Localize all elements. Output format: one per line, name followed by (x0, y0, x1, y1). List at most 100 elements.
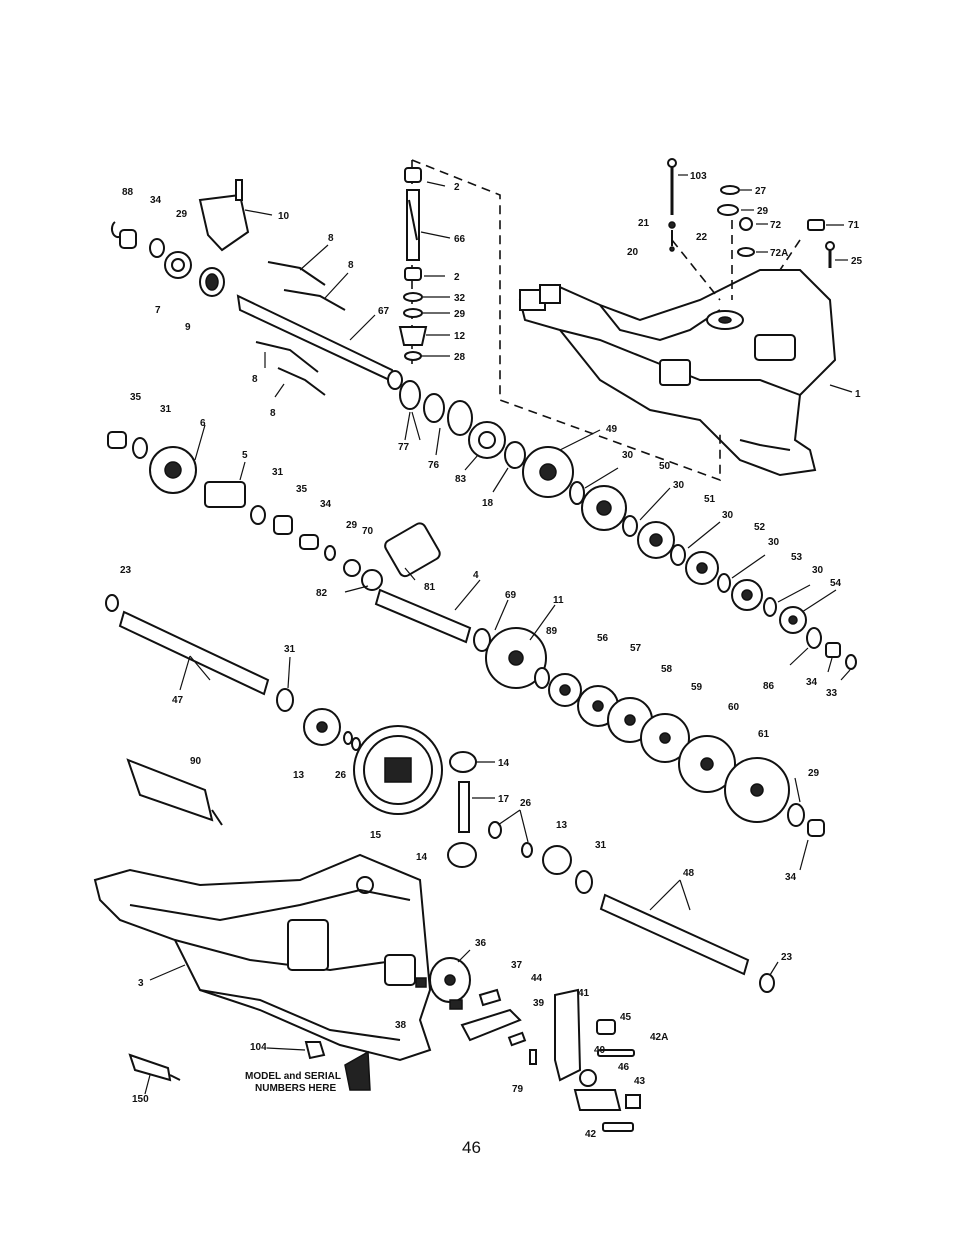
callout-70: 70 (362, 526, 374, 537)
callout-29-b: 29 (454, 309, 466, 320)
top-hardware (667, 158, 835, 268)
callout-45: 45 (620, 1012, 632, 1023)
callout-7: 7 (155, 305, 161, 316)
callout-6: 6 (200, 418, 206, 429)
sealant-tube-90 (126, 758, 223, 826)
gear-bank-upper (522, 446, 807, 634)
callout-50: 50 (659, 461, 671, 472)
callout-4: 4 (473, 570, 479, 581)
callout-2-a: 2 (454, 182, 460, 193)
callout-76: 76 (428, 460, 440, 471)
callout-33: 33 (826, 688, 838, 699)
callout-90: 90 (190, 756, 202, 767)
callout-60: 60 (728, 702, 740, 713)
callout-30-d: 30 (768, 537, 780, 548)
callout-27: 27 (755, 186, 767, 197)
callout-150: 150 (132, 1094, 149, 1105)
callout-29-c: 29 (346, 520, 358, 531)
differential-parts (447, 751, 593, 894)
linkage-parts (415, 957, 641, 1132)
callout-2-b: 2 (454, 272, 460, 283)
callout-66: 66 (454, 234, 466, 245)
main-shaft-assembly (374, 588, 857, 837)
callout-83: 83 (455, 474, 467, 485)
callout-32: 32 (454, 293, 466, 304)
callout-20: 20 (627, 247, 639, 258)
callout-13-b: 13 (556, 820, 568, 831)
left-axle-assembly (105, 594, 443, 815)
callout-77: 77 (398, 442, 410, 453)
callout-21: 21 (638, 218, 650, 229)
callout-29: 29 (757, 206, 769, 217)
callout-34: 34 (150, 195, 162, 206)
callout-58: 58 (661, 664, 673, 675)
bottom-small-parts (128, 1041, 326, 1082)
upper-middle-parts (399, 380, 526, 469)
note-line2: NUMBERS HERE (255, 1083, 336, 1094)
note-line1: MODEL and SERIAL (245, 1071, 341, 1082)
callout-8-c: 8 (252, 374, 258, 385)
callout-61: 61 (758, 729, 770, 740)
callout-8-a: 8 (328, 233, 334, 244)
callout-9: 9 (185, 322, 191, 333)
callout-79: 79 (512, 1084, 524, 1095)
callout-82: 82 (316, 588, 328, 599)
left-middle-parts (107, 431, 441, 591)
callout-103: 103 (690, 171, 707, 182)
part-callouts: 103 27 29 21 72 71 22 20 72A 25 1 88 34 … (120, 171, 863, 1140)
callout-5: 5 (242, 450, 248, 461)
callout-34-a: 34 (320, 499, 332, 510)
callout-30-c: 30 (722, 510, 734, 521)
callout-34-c: 34 (785, 872, 797, 883)
callout-18: 18 (482, 498, 494, 509)
callout-23-a: 23 (120, 565, 132, 576)
callout-56: 56 (597, 633, 609, 644)
callout-67: 67 (378, 306, 390, 317)
callout-30-a: 30 (622, 450, 634, 461)
callout-37: 37 (511, 960, 523, 971)
callout-35-b: 35 (296, 484, 308, 495)
callout-22: 22 (696, 232, 708, 243)
callout-1: 1 (855, 389, 861, 400)
callout-23-b: 23 (781, 952, 793, 963)
callout-11: 11 (553, 595, 564, 606)
lower-housing (93, 853, 432, 1062)
callout-72a: 72A (770, 248, 788, 259)
callout-51: 51 (704, 494, 716, 505)
callout-49: 49 (606, 424, 618, 435)
callout-48: 48 (683, 868, 695, 879)
callout-13-a: 13 (293, 770, 305, 781)
shift-bars-and-shaft (236, 261, 403, 396)
callout-69: 69 (505, 590, 517, 601)
callout-14-b: 14 (416, 852, 428, 863)
callout-29-a: 29 (176, 209, 188, 220)
vertical-shaft-stack (398, 167, 428, 361)
callout-31-c: 31 (284, 644, 296, 655)
callout-59: 59 (691, 682, 703, 693)
callout-30-e: 30 (812, 565, 824, 576)
callout-81: 81 (424, 582, 436, 593)
callout-104: 104 (250, 1042, 267, 1053)
callout-57: 57 (630, 643, 642, 654)
upper-left-parts (110, 179, 250, 297)
callout-26-a: 26 (335, 770, 347, 781)
callout-35-a: 35 (130, 392, 142, 403)
right-axle-assembly (599, 893, 775, 993)
page-number: 46 (462, 1138, 481, 1157)
callout-15: 15 (370, 830, 382, 841)
callout-88: 88 (122, 187, 134, 198)
callout-36: 36 (475, 938, 487, 949)
callout-43: 43 (634, 1076, 646, 1087)
callout-12: 12 (454, 331, 466, 342)
callout-54: 54 (830, 578, 842, 589)
leader-lines (144, 174, 853, 1095)
callout-42: 42 (585, 1129, 597, 1140)
callout-44: 44 (531, 973, 543, 984)
callout-17: 17 (498, 794, 510, 805)
callout-34-b: 34 (806, 677, 818, 688)
callout-10: 10 (278, 211, 290, 222)
callout-89: 89 (546, 626, 558, 637)
callout-86: 86 (763, 681, 775, 692)
callout-39: 39 (533, 998, 545, 1009)
